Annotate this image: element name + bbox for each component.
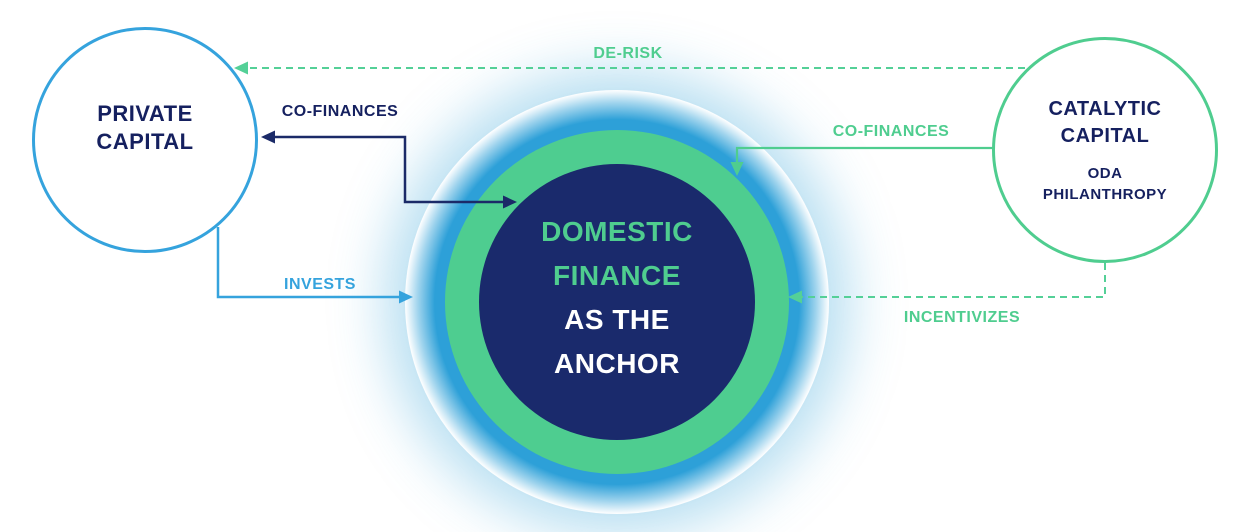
center-line-2: FINANCE <box>553 260 681 291</box>
node-domestic-finance: DOMESTIC FINANCE AS THE ANCHOR <box>479 160 755 436</box>
catalytic-capital-line-2: CAPITAL <box>1060 124 1150 147</box>
invests-label: INVESTS <box>284 276 356 293</box>
private-capital-line-1: PRIVATE <box>97 101 193 126</box>
center-line-1: DOMESTIC <box>541 216 693 247</box>
catalytic-capital-sub-1: ODA <box>1087 164 1123 182</box>
center-navy-circle <box>479 164 755 440</box>
private-capital-line-2: CAPITAL <box>96 129 194 154</box>
derisk-arrow <box>234 61 1025 75</box>
incentivizes-label: INCENTIVIZES <box>903 309 1021 326</box>
cofinances-private-label: CO-FINANCES <box>281 103 399 120</box>
center-line-3: AS THE <box>564 304 670 335</box>
center-line-4: ANCHOR <box>554 348 680 379</box>
node-private-capital: PRIVATE CAPITAL <box>32 27 258 253</box>
node-catalytic-capital: CATALYTIC CAPITAL ODA PHILANTHROPY <box>992 37 1218 263</box>
private-capital-label-block: PRIVATE CAPITAL <box>96 100 193 156</box>
incentivizes-arrow <box>788 263 1106 304</box>
cofinances-catalytic-label: CO-FINANCES <box>832 123 950 140</box>
catalytic-capital-sub-2: PHILANTHROPY <box>1042 185 1168 203</box>
catalytic-capital-line-1: CATALYTIC <box>1048 97 1162 120</box>
derisk-label: DE-RISK <box>593 45 663 62</box>
